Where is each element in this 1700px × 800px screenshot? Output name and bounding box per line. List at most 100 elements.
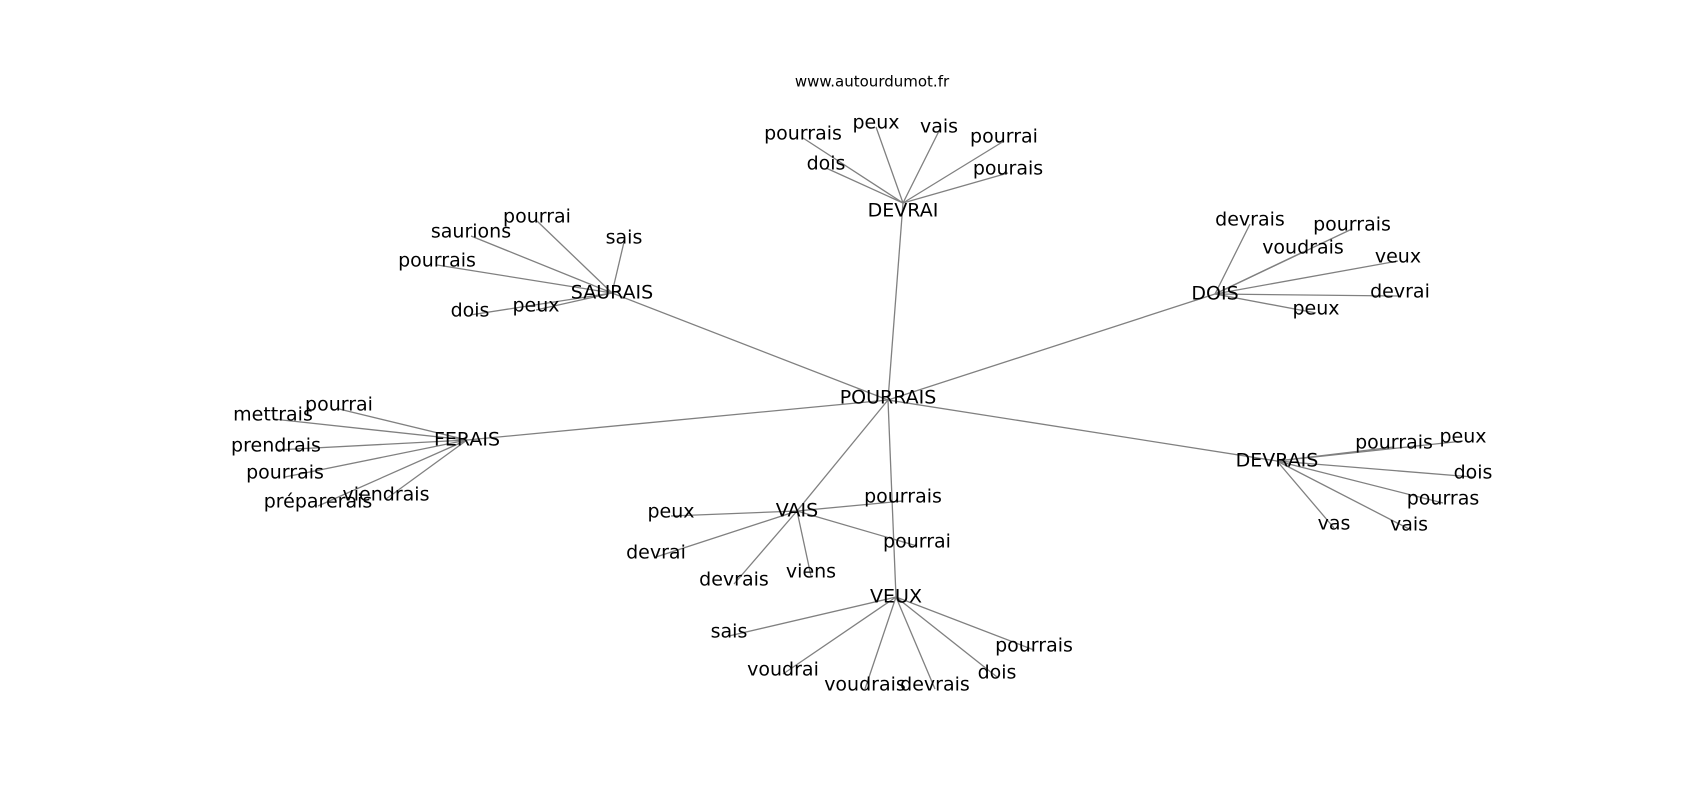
leaf-node[interactable]: saurions (431, 221, 511, 243)
edge-hub-to-leaf (1276, 440, 1464, 462)
hub-node[interactable]: SAURAIS (571, 282, 653, 304)
hub-node[interactable]: VEUX (870, 586, 922, 608)
leaf-node[interactable]: pourrais (864, 486, 942, 508)
edge-hub-to-leaf (733, 510, 798, 585)
edge-hub-to-leaf (469, 292, 613, 316)
leaf-node[interactable]: voudrai (747, 659, 819, 681)
edge-hub-to-leaf (1214, 293, 1401, 297)
hub-node[interactable]: FERAIS (434, 429, 500, 451)
edge-hub-to-leaf (782, 596, 897, 675)
edge-hub-to-leaf (275, 439, 468, 451)
edge-hub-to-leaf (338, 408, 468, 441)
edge-hub-to-leaf (1276, 460, 1474, 478)
edge-hub-to-leaf (611, 241, 625, 294)
edge-hub-to-leaf (802, 137, 904, 204)
edge-hub-to-leaf (1214, 251, 1304, 295)
edge-center-to-hub (887, 202, 904, 401)
edge-hub-to-leaf (796, 510, 812, 577)
hub-node[interactable]: DEVRAIS (1236, 450, 1319, 472)
leaf-node[interactable]: pourrai (503, 206, 571, 228)
edge-hub-to-leaf (317, 439, 468, 507)
edge-center-to-hub (466, 399, 889, 441)
leaf-node[interactable]: devrais (900, 674, 970, 696)
edge-hub-to-leaf (1214, 223, 1251, 295)
source-url: www.autourdumot.fr (795, 73, 950, 91)
center-node[interactable]: POURRAIS (840, 387, 937, 409)
leaf-node[interactable]: dois (451, 300, 490, 322)
edge-hub-to-leaf (902, 130, 940, 204)
leaf-node[interactable]: sais (711, 621, 748, 643)
leaf-node[interactable]: préparerais (264, 491, 373, 513)
edge-hub-to-leaf (796, 500, 904, 512)
edge-hub-to-leaf (895, 596, 936, 690)
leaf-node[interactable]: pourrais (398, 250, 476, 272)
edge-hub-to-leaf (1276, 460, 1444, 504)
leaf-node[interactable]: peux (512, 295, 559, 317)
leaf-node[interactable]: prendrais (231, 435, 321, 457)
hub-node[interactable]: DEVRAI (868, 200, 939, 222)
edge-hub-to-leaf (895, 596, 1035, 651)
labels: POURRAIS DEVRAI pourrais peux vais pourrai doi… (231, 112, 1492, 696)
hub-node[interactable]: DOIS (1191, 283, 1238, 305)
leaf-node[interactable]: pourrai (970, 126, 1038, 148)
edge-hub-to-leaf (895, 596, 998, 678)
edge-center-to-hub (796, 399, 889, 512)
leaf-node[interactable]: devrais (699, 569, 769, 591)
hub-node[interactable]: VAIS (776, 500, 818, 522)
leaf-node[interactable]: pourrai (883, 531, 951, 553)
leaf-node[interactable]: pourrais (1355, 432, 1433, 454)
leaf-node[interactable]: vas (1318, 513, 1351, 535)
edge-hub-to-leaf (1276, 460, 1410, 530)
edge-hub-to-leaf (385, 439, 468, 500)
leaf-node[interactable]: peux (1439, 426, 1486, 448)
edge-hub-to-leaf (670, 510, 798, 517)
leaf-node[interactable]: viendrais (343, 484, 430, 506)
leaf-node[interactable]: pourrais (995, 635, 1073, 657)
leaf-node[interactable]: dois (807, 153, 846, 175)
leaf-node[interactable]: pourrais (1313, 214, 1391, 236)
leaf-node[interactable]: voudrais (824, 674, 906, 696)
edge-hub-to-leaf (902, 172, 1009, 204)
leaf-node[interactable]: devrai (1370, 281, 1430, 303)
edge-hub-to-leaf (728, 596, 897, 637)
edge-hub-to-leaf (436, 264, 613, 294)
leaf-node[interactable]: vais (1390, 514, 1428, 536)
edge-hub-to-leaf (796, 510, 918, 547)
edges (272, 126, 1474, 690)
leaf-node[interactable]: peux (1292, 298, 1339, 320)
edge-hub-to-leaf (1214, 260, 1399, 295)
edge-hub-to-leaf (470, 235, 613, 294)
leaf-node[interactable]: pourrai (305, 394, 373, 416)
edge-hub-to-leaf (655, 510, 798, 558)
leaf-node[interactable]: mettrais (233, 404, 313, 426)
edge-center-to-hub (887, 293, 1216, 401)
leaf-node[interactable]: vais (920, 116, 958, 138)
edge-center-to-hub (611, 292, 889, 401)
leaf-node[interactable]: dois (1454, 462, 1493, 484)
leaf-node[interactable]: devrai (626, 542, 686, 564)
edge-center-to-hub (887, 399, 1278, 462)
edge-hub-to-leaf (875, 126, 904, 204)
edge-hub-to-leaf (1276, 460, 1335, 529)
edge-hub-to-leaf (536, 220, 613, 294)
leaf-node[interactable]: pourais (973, 158, 1043, 180)
leaf-node[interactable]: pourras (1407, 488, 1480, 510)
leaf-node[interactable]: voudrais (1262, 237, 1344, 259)
leaf-node[interactable]: pourrais (764, 123, 842, 145)
edge-hub-to-leaf (825, 167, 904, 204)
leaf-node[interactable]: dois (978, 662, 1017, 684)
leaf-node[interactable]: pourrais (246, 462, 324, 484)
edge-hub-to-leaf (1214, 293, 1317, 314)
leaf-node[interactable]: devrais (1215, 209, 1285, 231)
leaf-node[interactable]: veux (1375, 246, 1421, 268)
edge-hub-to-leaf (535, 292, 613, 311)
edge-hub-to-leaf (864, 596, 897, 690)
edge-hub-to-leaf (272, 418, 468, 441)
leaf-node[interactable]: peux (852, 112, 899, 134)
leaf-node[interactable]: viens (786, 561, 836, 583)
leaf-node[interactable]: sais (606, 227, 643, 249)
edge-hub-to-leaf (902, 140, 1005, 204)
leaf-node[interactable]: peux (647, 501, 694, 523)
edge-hub-to-leaf (284, 439, 468, 478)
